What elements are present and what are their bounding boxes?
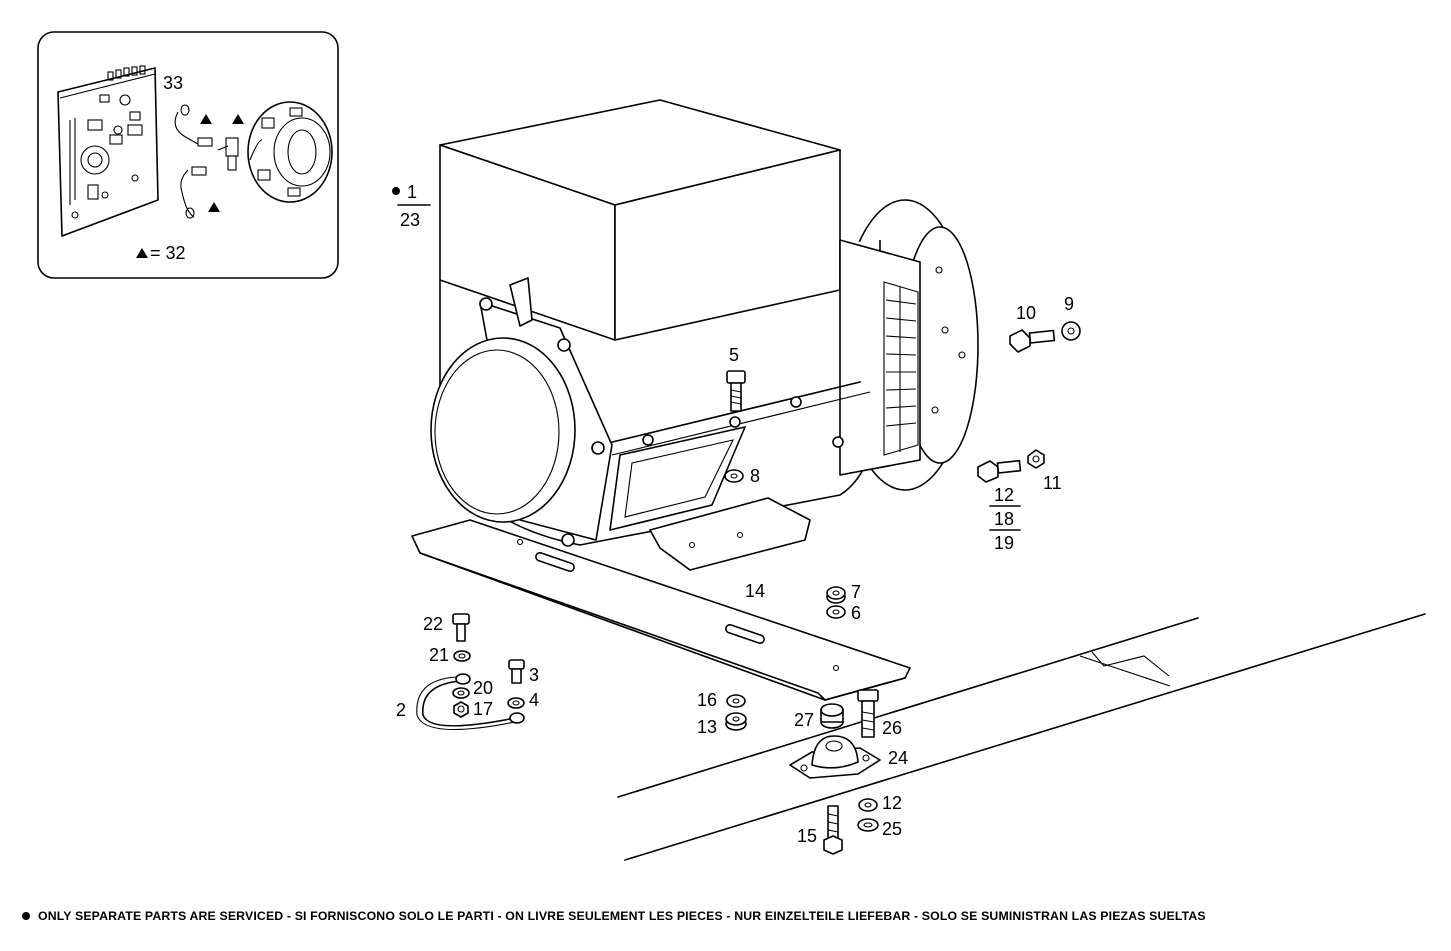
callout-15: 15 <box>797 826 817 846</box>
callout-18: 18 <box>994 509 1014 529</box>
spacer-27 <box>820 703 844 729</box>
callout-20: 20 <box>473 678 493 698</box>
triangle-icon <box>136 248 148 258</box>
callout-13: 13 <box>697 717 717 737</box>
callout-8: 8 <box>750 466 760 486</box>
callout-22: 22 <box>423 614 443 634</box>
callout-25: 25 <box>882 819 902 839</box>
callout-19: 19 <box>994 533 1014 553</box>
screw-3 <box>508 659 525 684</box>
callout-26: 26 <box>882 718 902 738</box>
screw-22 <box>452 613 470 642</box>
nut-13 <box>725 712 747 731</box>
callout-2: 2 <box>396 700 406 720</box>
inset-detail: 33 = 32 <box>37 31 339 279</box>
bolt-15 <box>823 805 843 855</box>
callout-16: 16 <box>697 690 717 710</box>
bolt-10 <box>1009 329 1056 353</box>
ground-strap-2 <box>416 673 525 731</box>
callout-10: 10 <box>1016 303 1036 323</box>
callout-23: 23 <box>400 210 420 230</box>
bolt-12 <box>977 459 1022 483</box>
callout-6: 6 <box>851 603 861 623</box>
callout-11: 11 <box>1043 473 1062 493</box>
callout-12-top: 12 <box>994 485 1014 505</box>
footer-note: ONLY SEPARATE PARTS ARE SERVICED - SI FO… <box>8 909 1448 923</box>
footer-text: ONLY SEPARATE PARTS ARE SERVICED - SI FO… <box>38 909 1206 923</box>
callout-33: 33 <box>163 73 183 93</box>
callout-12-bottom: 12 <box>882 793 902 813</box>
filled-circle-icon <box>392 187 400 195</box>
callout-7: 7 <box>851 582 861 602</box>
nut-7 <box>826 586 846 604</box>
anti-vibration-mount-24 <box>789 735 881 779</box>
callout-4: 4 <box>529 690 539 710</box>
filled-circle-icon <box>22 912 30 921</box>
bolt-26 <box>857 689 879 738</box>
callout-14: 14 <box>745 581 765 601</box>
callout-5: 5 <box>729 345 739 365</box>
callout-17: 17 <box>473 699 493 719</box>
screw-5 <box>726 370 746 412</box>
callout-3: 3 <box>529 665 539 685</box>
callout-9: 9 <box>1064 294 1074 314</box>
generator-body <box>430 99 979 571</box>
triangle-icon <box>232 114 244 124</box>
callout-27: 27 <box>794 710 814 730</box>
triangle-icon <box>208 202 220 212</box>
floor-lines <box>617 613 1426 861</box>
callout-21: 21 <box>429 645 449 665</box>
rectifier-ring <box>247 101 333 203</box>
callout-1: 1 <box>407 182 417 202</box>
voltage-regulator-board <box>57 65 159 237</box>
base-rail <box>411 519 911 701</box>
diode-components <box>174 104 239 219</box>
callout-24: 24 <box>888 748 908 768</box>
triangle-icon <box>200 114 212 124</box>
callout-32: = 32 <box>150 243 186 263</box>
